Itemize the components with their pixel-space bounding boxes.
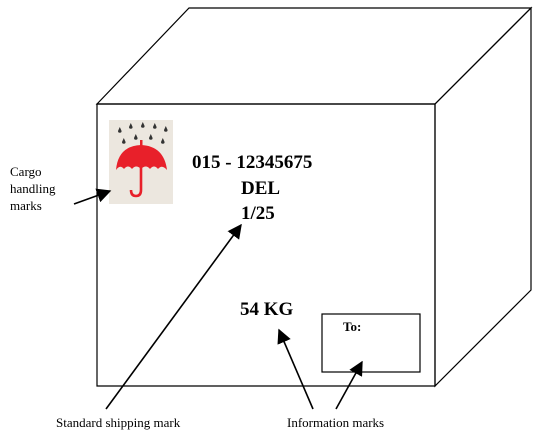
destination-code: DEL: [241, 178, 280, 199]
label-info-arrow: [335, 360, 363, 410]
piece-count: 1/25: [241, 203, 275, 224]
box-side-face: [434, 6, 532, 388]
weight-info-arrow: [277, 328, 314, 410]
weight-mark: 54 KG: [240, 299, 294, 320]
standard-shipping-arrow: [105, 223, 242, 410]
cargo-handling-arrow: [73, 188, 112, 205]
rain-drops: [118, 122, 168, 144]
box-top-face: [95, 7, 533, 105]
standard-shipping-label: Standard shipping mark: [56, 415, 181, 430]
umbrella-shape: [116, 140, 167, 198]
information-marks-label: Information marks: [287, 415, 384, 430]
address-to-label: To:: [343, 319, 361, 334]
cargo-handling-label-line2: handling: [10, 181, 56, 196]
cargo-handling-label-line1: Cargo: [10, 164, 42, 179]
keep-dry-umbrella-icon: [109, 120, 173, 204]
address-label-box: [321, 313, 421, 373]
cargo-handling-label-line3: marks: [10, 198, 42, 213]
cargo-box: [95, 6, 533, 388]
awb-number: 015 - 12345675: [192, 152, 312, 173]
